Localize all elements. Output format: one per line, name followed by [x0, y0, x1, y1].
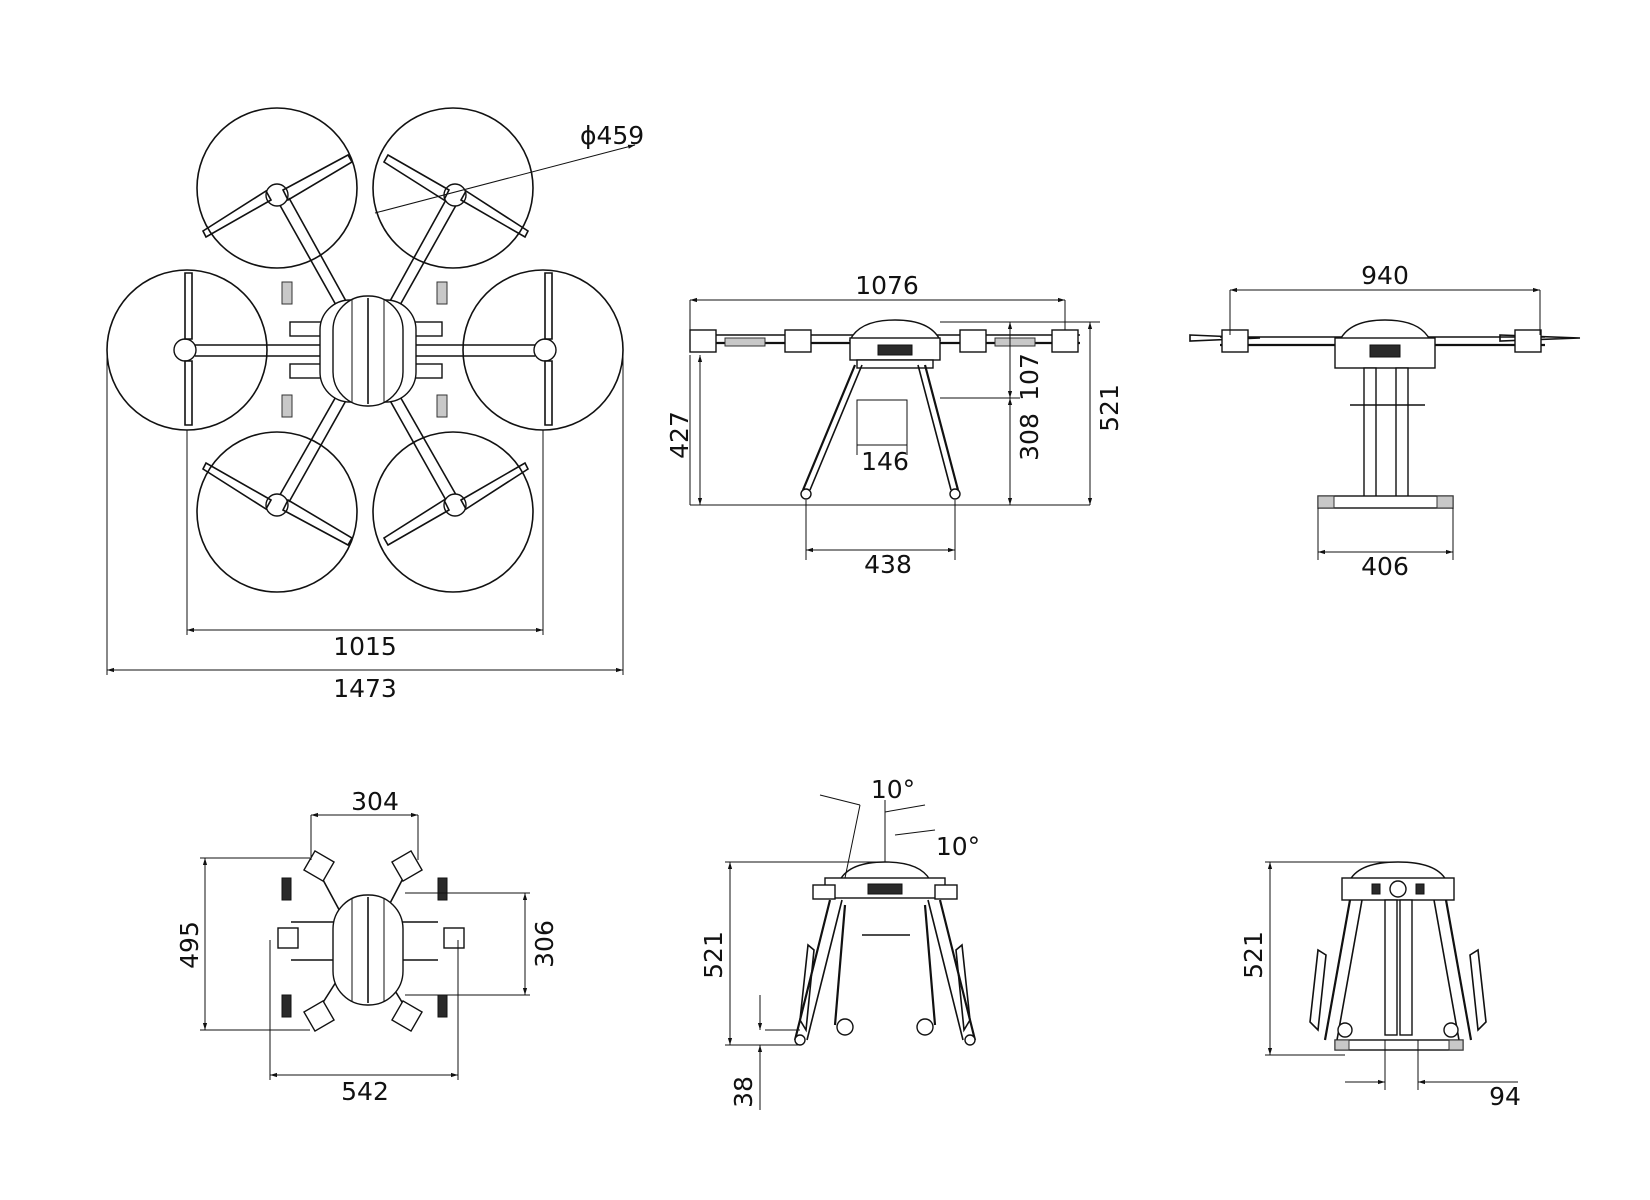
dim-folded-depth: 495	[175, 921, 204, 969]
prop-disc	[372, 431, 534, 593]
dim-front-width: 940	[1361, 261, 1409, 290]
folded-top-view: 304 495 306 542	[175, 787, 559, 1106]
folded-front-view: 521 94	[1239, 861, 1521, 1111]
dim-folded-span: 542	[341, 1077, 389, 1106]
dim-side-width: 1076	[855, 271, 919, 300]
dim-angle-1: 10°	[871, 775, 915, 804]
dim-folded-front-height: 521	[1239, 931, 1268, 979]
dim-folded-foot: 38	[729, 1076, 758, 1108]
dim-body-bottom-width: 146	[861, 447, 909, 476]
dim-folded-width: 304	[351, 787, 399, 816]
dim-leg-height: 308	[1015, 413, 1044, 461]
dim-total-height: 521	[1095, 384, 1124, 432]
side-view: 146 1076 427 107 308 521 438	[665, 271, 1124, 579]
dim-folded-side-height: 521	[699, 931, 728, 979]
dim-rotor-span: 1015	[333, 632, 397, 661]
fuselage	[319, 295, 417, 407]
prop-disc	[372, 107, 534, 269]
prop-disc	[196, 431, 358, 593]
propellers	[173, 153, 557, 547]
top-view: ϕ459 1015 1473	[106, 107, 644, 703]
dim-folded-body-depth: 306	[530, 920, 559, 968]
dim-leg-spread: 438	[864, 550, 912, 579]
folded-side-view: 10° 10° 521 38	[699, 775, 980, 1110]
dim-overall-height: 427	[665, 411, 694, 459]
dim-skid-width: 406	[1361, 552, 1409, 581]
dim-prop-diameter: ϕ459	[580, 121, 644, 150]
front-view: 940 406	[1189, 261, 1581, 581]
dim-folded-offset: 94	[1489, 1082, 1521, 1111]
prop-disc	[196, 107, 358, 269]
dim-angle-2: 10°	[936, 832, 980, 861]
dim-body-height: 107	[1015, 353, 1044, 401]
dim-overall-span: 1473	[333, 674, 397, 703]
